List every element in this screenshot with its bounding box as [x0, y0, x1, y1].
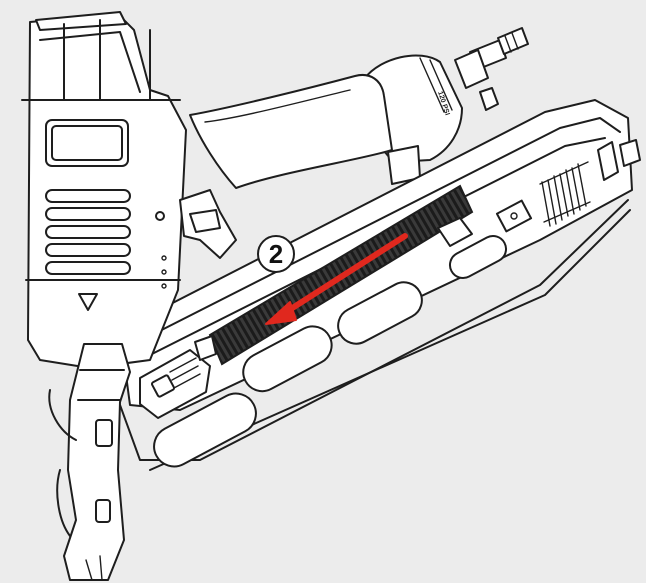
tool-body — [21, 11, 187, 369]
vent-slots — [45, 189, 131, 275]
left-down-arrow-icon — [280, 233, 408, 317]
nose-assembly — [48, 343, 131, 581]
step-number: 2 — [269, 239, 283, 269]
trigger[interactable] — [155, 189, 237, 289]
pusher[interactable] — [437, 217, 473, 247]
step-callout: 2 — [257, 235, 295, 273]
exhaust-window — [45, 119, 129, 167]
magazine-window — [337, 281, 423, 345]
slide-direction-arrow — [265, 233, 408, 325]
down-triangle-icon — [78, 293, 98, 311]
magazine-window — [153, 392, 257, 468]
step-badge — [257, 235, 295, 273]
arrow-head — [265, 301, 297, 325]
air-fitting[interactable] — [454, 27, 529, 89]
nail-strip-illustration — [495, 161, 591, 233]
handle-grip[interactable] — [189, 74, 421, 189]
magazine-windows — [153, 235, 508, 468]
magazine-window — [448, 235, 508, 279]
magazine-latch[interactable] — [139, 335, 217, 419]
magazine-window — [242, 325, 333, 393]
